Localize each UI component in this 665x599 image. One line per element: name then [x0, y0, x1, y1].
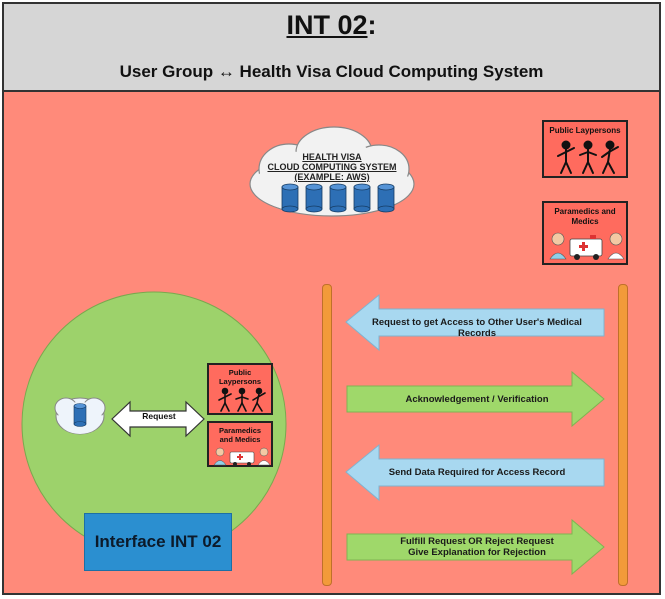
arrow-1-label: Request to get Access to Other User's Me…	[372, 317, 582, 339]
small-public-laypersons-box: Public Laypersons	[207, 363, 273, 415]
small-public-label-line1: Public	[228, 368, 252, 377]
arrow-4-label: Fulfill Request OR Reject Request Give E…	[352, 536, 602, 558]
cloud-label-line2: CLOUD COMPUTING SYSTEM	[267, 162, 397, 172]
paramedics-label-line2: Medics	[571, 217, 599, 226]
arrow-4	[346, 518, 605, 576]
request-double-arrow	[111, 400, 205, 438]
small-paramedics-label-line2: and Medics	[219, 435, 261, 444]
cloud-label-line1: HEALTH VISA	[302, 152, 362, 162]
arrow-2-label: Acknowledgement / Verification	[405, 394, 549, 405]
cloud-label: HEALTH VISA CLOUD COMPUTING SYSTEM (EXAM…	[262, 152, 402, 182]
small-paramedics-label-line1: Paramedics	[218, 426, 262, 435]
small-cloud-icon	[54, 397, 106, 435]
small-paramedics-label: Paramedics and Medics	[209, 426, 271, 444]
page-subtitle: User Group ↔ Health Visa Cloud Computing…	[119, 62, 544, 81]
title-text: INT 02	[286, 10, 368, 40]
people-icon	[557, 140, 619, 174]
paramedics-label: Paramedics and Medics	[544, 207, 626, 227]
arrow-4-label-line1: Fulfill Request OR Reject Request	[400, 536, 554, 547]
small-public-label-line2: Laypersons	[218, 377, 262, 386]
title-suffix: :	[367, 10, 377, 40]
small-public-label: Public Laypersons	[209, 368, 271, 386]
left-lifeline-bar	[322, 284, 332, 586]
small-paramedics-box: Paramedics and Medics	[207, 421, 273, 467]
paramedics-box: Paramedics and Medics	[542, 201, 628, 265]
arrow-4-label-line2: Give Explanation for Rejection	[408, 547, 546, 558]
header: INT 02: User Group ↔ Health Visa Cloud C…	[4, 4, 659, 92]
ambulance-medics-icon	[549, 232, 625, 260]
arrow-2	[346, 370, 605, 428]
arrow-3	[345, 443, 605, 502]
public-laypersons-box: Public Laypersons	[542, 120, 628, 178]
paramedics-label-line1: Paramedics and	[554, 207, 616, 216]
arrow-3-label: Send Data Required for Access Record	[388, 467, 566, 478]
arrow-1	[345, 293, 605, 352]
cloud-label-line3: (EXAMPLE: AWS)	[294, 172, 370, 182]
interface-box: Interface INT 02	[84, 513, 232, 571]
small-ambulance-icon	[213, 447, 271, 466]
public-laypersons-label: Public Laypersons	[549, 126, 621, 135]
right-lifeline-bar	[618, 284, 628, 586]
user-group-circle	[21, 126, 605, 576]
request-label: Request	[142, 411, 176, 421]
page-title: INT 02:	[4, 10, 659, 41]
database-icons	[281, 183, 395, 213]
small-people-icon	[218, 387, 266, 412]
